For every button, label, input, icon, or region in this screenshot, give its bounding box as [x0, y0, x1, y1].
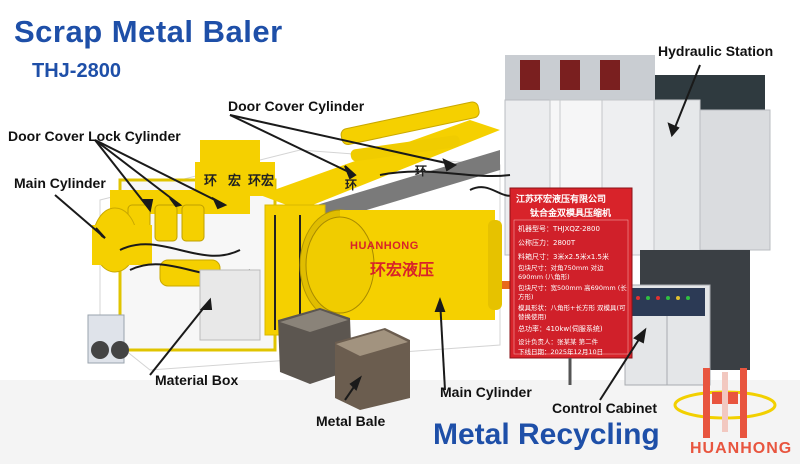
- model-number: THJ-2800: [32, 60, 121, 82]
- label-main-cylinder-bottom: Main Cylinder: [440, 384, 532, 400]
- label-door-cover-lock-cylinder: Door Cover Lock Cylinder: [8, 128, 181, 144]
- sign-product: 钛合金双模具压缩机: [530, 209, 612, 219]
- sign-line: 下线日期：2025年12月10日: [518, 348, 604, 356]
- machine-mark-4: 环: [345, 178, 358, 192]
- sign-line: 料箱尺寸：3米x2.5米x1.5米: [518, 253, 610, 261]
- machine-mark-3: 环宏: [248, 174, 275, 189]
- sign-company: 江苏环宏液压有限公司: [516, 195, 607, 205]
- label-hydraulic-station: Hydraulic Station: [658, 43, 774, 59]
- label-metal-bale: Metal Bale: [316, 413, 386, 429]
- sign-line: 设计负责人：张某某 第二件: [518, 338, 599, 346]
- cylinder-brand-en: HUANHONG: [350, 240, 419, 252]
- main-cylinder-part: [299, 209, 502, 321]
- page-title: Scrap Metal Baler: [14, 14, 283, 49]
- metal-bales-part: [278, 308, 410, 410]
- label-main-cylinder-left: Main Cylinder: [14, 175, 106, 191]
- left-main-cylinder-part: [92, 207, 221, 287]
- huanhong-logo-mark: [673, 368, 777, 438]
- sign-line: 包块尺寸：宽500mm 高690mm (长方形): [518, 284, 627, 301]
- machine-mark-1: 环: [204, 174, 218, 189]
- door-cover-cylinder-part: [340, 101, 480, 162]
- sign-line: 包块尺寸：对角750mm 对边690mm (八角形): [518, 264, 604, 281]
- sign-line: 机器型号：THJXQZ-2800: [518, 225, 600, 233]
- label-door-cover-cylinder: Door Cover Cylinder: [228, 98, 365, 114]
- machine-mark-5: 环: [415, 164, 428, 178]
- sign-line: 公称压力：2800T: [518, 239, 576, 247]
- cylinder-brand-cn: 环宏液压: [370, 260, 435, 279]
- sign-line: 总功率：410kw(伺服系统): [518, 325, 603, 333]
- label-material-box: Material Box: [155, 372, 239, 388]
- machine-mark-2: 宏: [228, 174, 242, 189]
- label-control-cabinet: Control Cabinet: [552, 400, 657, 416]
- spec-sign: [509, 187, 633, 385]
- tagline: Metal Recycling: [433, 418, 660, 451]
- brand-name: HUANHONG: [690, 440, 793, 457]
- sign-line: 模具形状：八角形+长方形 双模具(可替换使用): [518, 304, 626, 321]
